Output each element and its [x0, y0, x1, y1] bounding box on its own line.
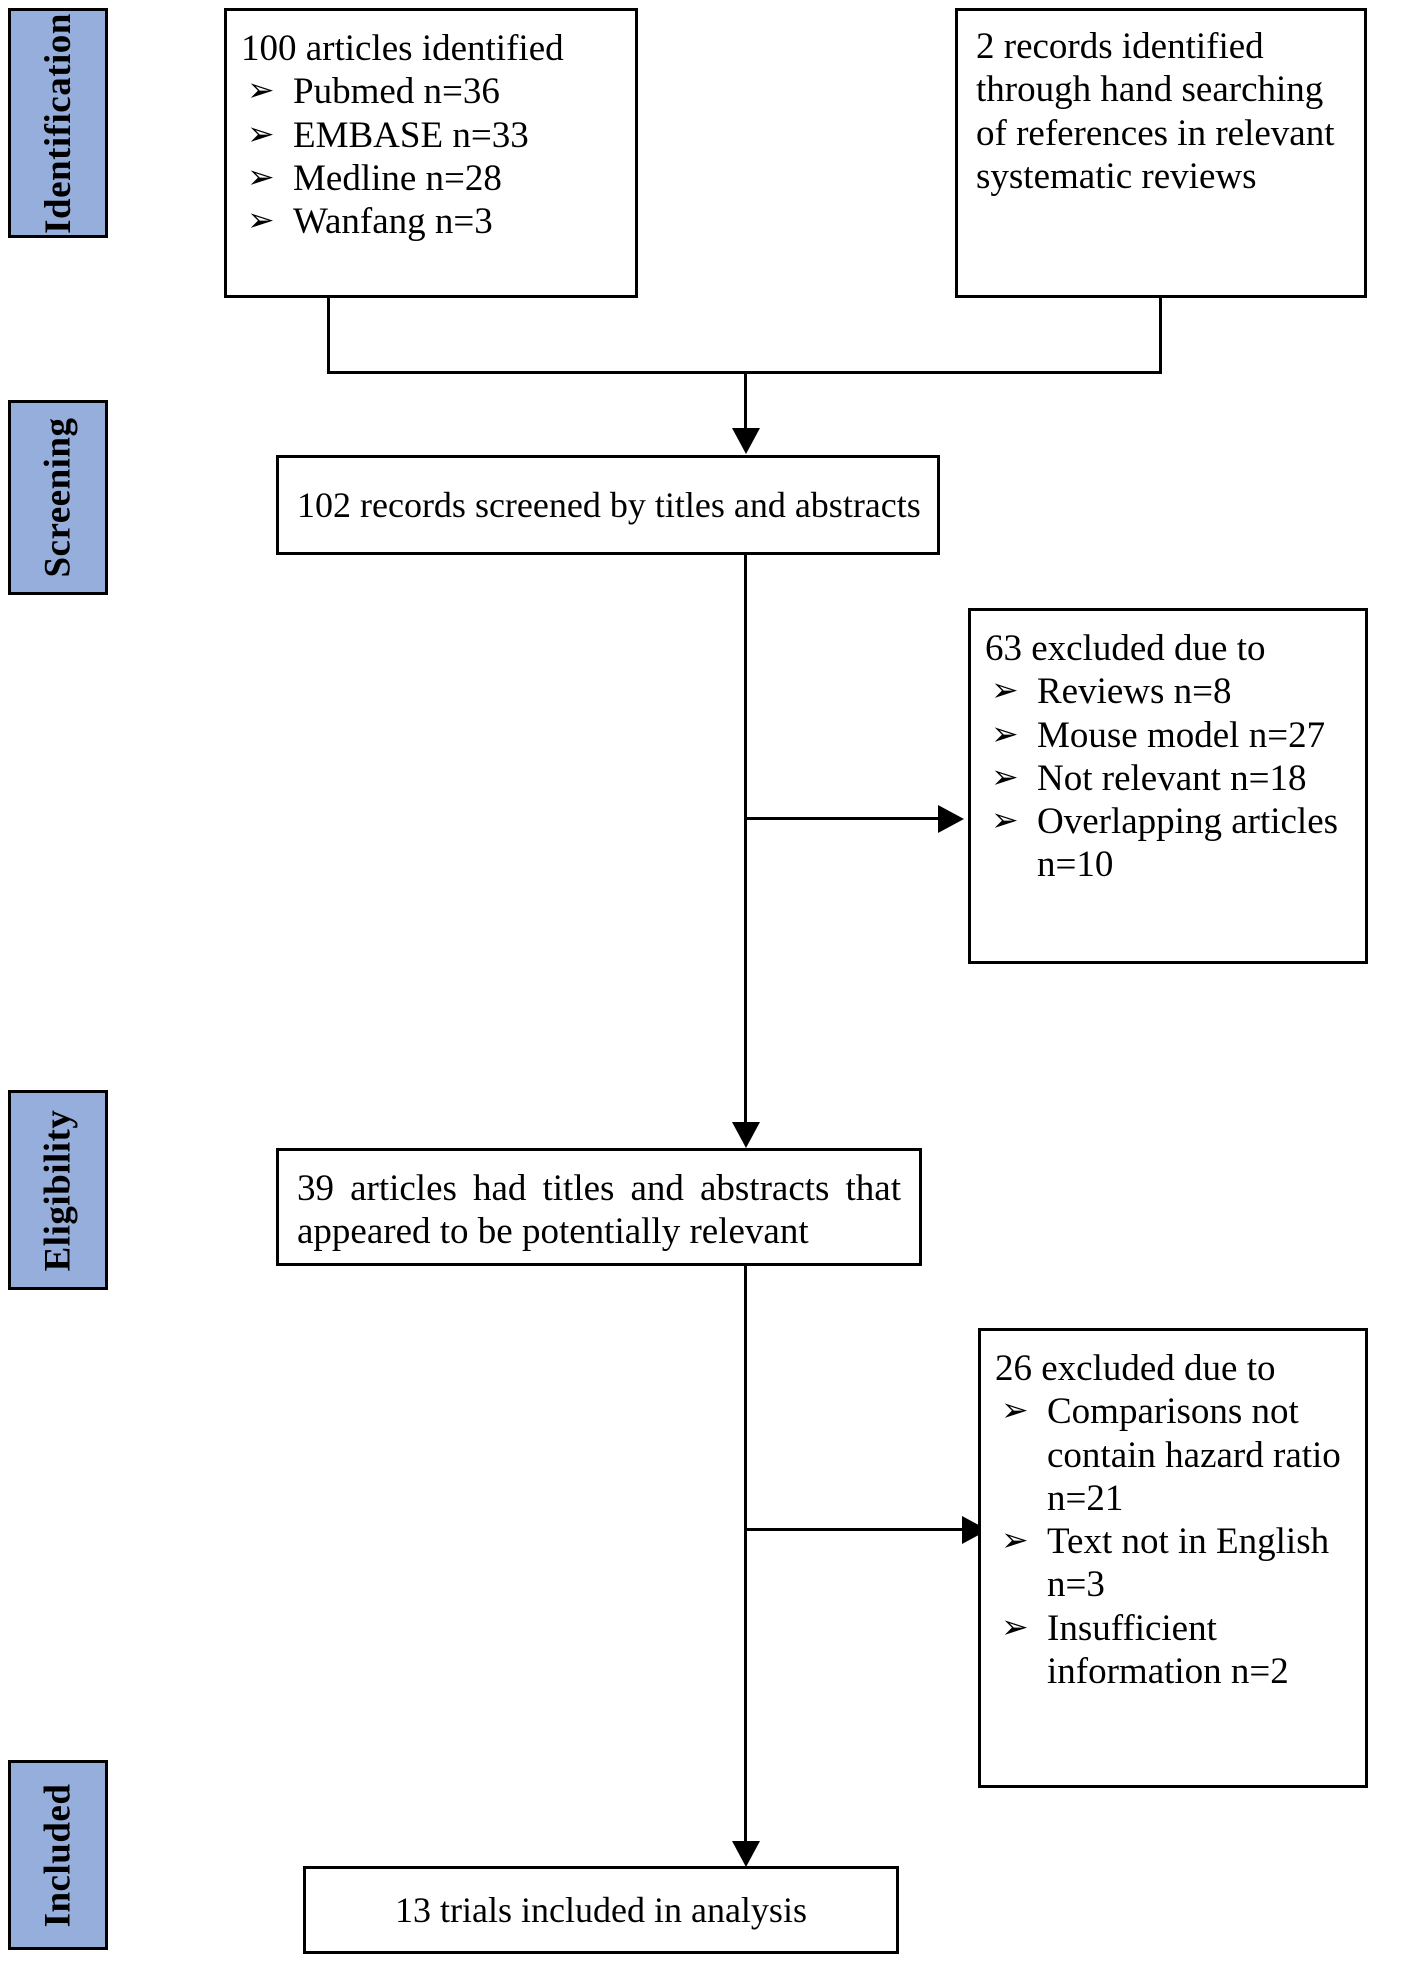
arrow-bullet-icon: ➢: [991, 803, 1019, 840]
list-item-label: Pubmed n=36: [293, 71, 500, 113]
list-item-label: Mouse model n=27: [1037, 714, 1326, 756]
list-item: ➢ Reviews n=8: [985, 670, 1351, 713]
list-item: ➢ Insufficient information n=2: [995, 1607, 1351, 1694]
list-item-label: Overlapping articles n=10: [1037, 801, 1339, 886]
arrow-bullet-icon: ➢: [1001, 1523, 1029, 1560]
box-excluded-screening-headline: 63 excluded due to: [985, 628, 1266, 669]
box-identified-hand-search-text: 2 records identified through hand search…: [976, 26, 1335, 197]
arrow-bullet-icon: ➢: [1001, 1393, 1029, 1430]
list-item: ➢ Overlapping articles n=10: [985, 800, 1351, 887]
box-excluded-eligibility-headline: 26 excluded due to: [995, 1348, 1276, 1389]
stage-label-included: Included: [8, 1760, 108, 1950]
list-item-label: Medline n=28: [293, 157, 502, 199]
list-item: ➢ EMBASE n=33: [241, 114, 621, 157]
arrow-bullet-icon: ➢: [247, 203, 275, 240]
box-potentially-relevant: 39 articles had titles and abstracts tha…: [276, 1148, 922, 1266]
arrow-eligibility-to-included-icon: [732, 1841, 760, 1867]
box-identified-databases: 100 articles identified ➢ Pubmed n=36 ➢ …: [224, 8, 638, 298]
arrow-bullet-icon: ➢: [247, 116, 275, 153]
list-item: ➢ Mouse model n=27: [985, 714, 1351, 757]
box-records-screened: 102 records screened by titles and abstr…: [276, 455, 940, 555]
connector-handsearch-down: [1159, 298, 1162, 374]
box-potentially-relevant-line2: appeared to be potentially relevant: [297, 1211, 809, 1253]
list-item-label: Comparisons not contain hazard ratio n=2…: [1047, 1391, 1341, 1519]
list-item: ➢ Not relevant n=18: [985, 757, 1351, 800]
list-item: ➢ Medline n=28: [241, 157, 621, 200]
list-item-label: Wanfang n=3: [293, 201, 493, 243]
connector-eligibility-to-excluded: [744, 1528, 968, 1531]
list-item-label: Reviews n=8: [1037, 671, 1232, 713]
stage-label-eligibility: Eligibility: [8, 1090, 108, 1290]
box-included-trials: 13 trials included in analysis: [303, 1866, 899, 1954]
arrow-bullet-icon: ➢: [247, 73, 275, 110]
arrow-merge-to-screened-icon: [732, 428, 760, 454]
stage-label-identification-text: Identification: [37, 12, 79, 234]
arrow-bullet-icon: ➢: [991, 759, 1019, 796]
stage-label-screening: Screening: [8, 400, 108, 595]
connector-eligibility-to-included: [744, 1266, 747, 1844]
connector-screened-to-excluded: [744, 817, 940, 820]
list-item-label: Text not in English n=3: [1047, 1521, 1330, 1606]
identified-databases-list: ➢ Pubmed n=36 ➢ EMBASE n=33 ➢ Medline n=…: [241, 70, 621, 243]
box-identified-hand-search: 2 records identified through hand search…: [955, 8, 1367, 298]
connector-screened-to-eligibility: [744, 555, 747, 1125]
list-item: ➢ Pubmed n=36: [241, 70, 621, 113]
list-item-label: EMBASE n=33: [293, 114, 529, 156]
stage-label-eligibility-text: Eligibility: [37, 1109, 79, 1271]
list-item: ➢ Wanfang n=3: [241, 200, 621, 243]
stage-label-identification: Identification: [8, 8, 108, 238]
box-excluded-eligibility: 26 excluded due to ➢ Comparisons not con…: [978, 1328, 1368, 1788]
box-potentially-relevant-line1: 39 articles had titles and abstracts tha…: [297, 1168, 901, 1209]
box-excluded-screening: 63 excluded due to ➢ Reviews n=8 ➢ Mouse…: [968, 608, 1368, 964]
box-identified-databases-headline: 100 articles identified: [241, 28, 564, 69]
arrow-screened-to-excluded-icon: [938, 805, 964, 833]
box-included-trials-text: 13 trials included in analysis: [395, 1889, 807, 1930]
arrow-screened-to-eligibility-icon: [732, 1122, 760, 1148]
connector-merge-to-screened: [744, 371, 747, 431]
arrow-bullet-icon: ➢: [991, 673, 1019, 710]
list-item: ➢ Comparisons not contain hazard ratio n…: [995, 1390, 1351, 1520]
excluded-screening-list: ➢ Reviews n=8 ➢ Mouse model n=27 ➢ Not r…: [985, 670, 1351, 886]
excluded-eligibility-list: ➢ Comparisons not contain hazard ratio n…: [995, 1390, 1351, 1693]
connector-databases-down: [327, 298, 330, 374]
list-item-label: Not relevant n=18: [1037, 757, 1307, 799]
list-item-label: Insufficient information n=2: [1047, 1607, 1289, 1692]
arrow-bullet-icon: ➢: [247, 159, 275, 196]
list-item: ➢ Text not in English n=3: [995, 1520, 1351, 1607]
arrow-bullet-icon: ➢: [991, 716, 1019, 753]
stage-label-screening-text: Screening: [37, 417, 79, 578]
stage-label-included-text: Included: [37, 1783, 79, 1927]
box-records-screened-text: 102 records screened by titles and abstr…: [297, 484, 921, 525]
arrow-bullet-icon: ➢: [1001, 1609, 1029, 1646]
